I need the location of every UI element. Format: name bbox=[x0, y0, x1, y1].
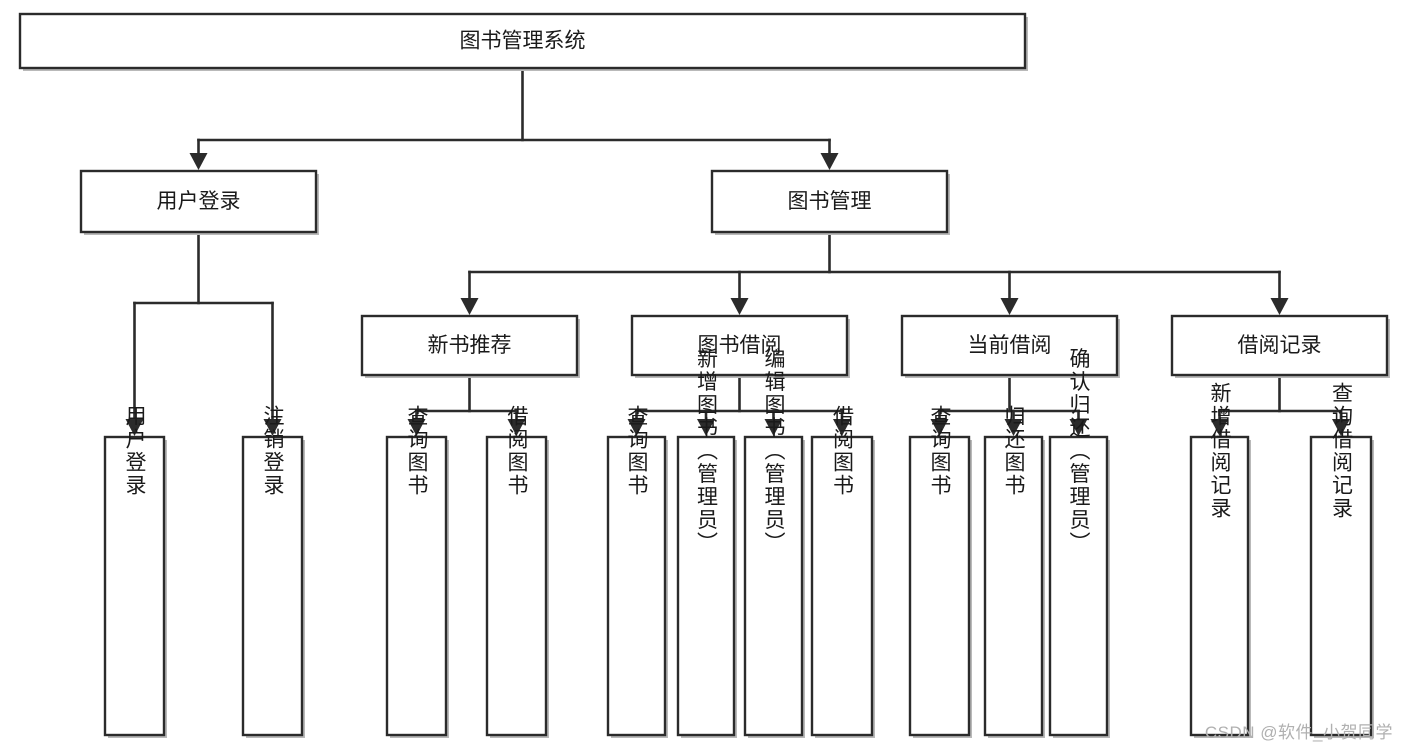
leaf-node[interactable]: 新增借阅记录 bbox=[1189, 382, 1251, 738]
connector-group bbox=[1210, 373, 1350, 436]
arrow-head-icon bbox=[189, 153, 208, 170]
leaf-node[interactable]: 查询图书 bbox=[908, 405, 972, 738]
arrow-head-icon bbox=[697, 419, 715, 436]
arrow-head-icon bbox=[507, 419, 526, 436]
level2-node[interactable]: 用户登录 bbox=[79, 169, 319, 235]
level3-node[interactable]: 当前借阅 bbox=[900, 314, 1120, 378]
node-label: 图书借阅 bbox=[698, 334, 782, 357]
arrow-head-icon bbox=[764, 419, 783, 436]
node-label: 借阅记录 bbox=[1238, 334, 1322, 357]
connector-group bbox=[125, 230, 282, 436]
leaf-node[interactable]: 注销登录 bbox=[241, 405, 305, 738]
node-label: 归还图书 bbox=[1002, 405, 1026, 497]
level3-node[interactable]: 借阅记录 bbox=[1170, 314, 1390, 378]
leaf-node[interactable]: 查询图书 bbox=[606, 405, 668, 738]
nodes-layer: 图书管理系统用户登录图书管理新书推荐图书借阅当前借阅借阅记录用户登录注销登录查询… bbox=[18, 12, 1390, 739]
leaf-node[interactable]: 编辑图书（管理员） bbox=[743, 348, 805, 739]
node-label: 用户登录 bbox=[157, 190, 241, 213]
leaf-node[interactable]: 查询借阅记录 bbox=[1309, 382, 1374, 738]
arrow-head-icon bbox=[1004, 419, 1023, 436]
node-label: 查询图书 bbox=[625, 405, 649, 497]
connector-group bbox=[930, 373, 1088, 436]
node-label: 查询图书 bbox=[928, 405, 952, 497]
node-label: 新书推荐 bbox=[428, 334, 512, 357]
node-label: 查询图书 bbox=[405, 405, 429, 497]
arrow-head-icon bbox=[833, 419, 851, 436]
node-label: 借阅图书 bbox=[831, 405, 855, 497]
leaf-node[interactable]: 确认归还（管理员） bbox=[1048, 348, 1110, 739]
connector-group bbox=[189, 66, 839, 170]
node-label: 新增图书（管理员） bbox=[695, 348, 719, 555]
node-label: 图书管理 bbox=[788, 190, 872, 213]
node-label: 新增借阅记录 bbox=[1208, 382, 1232, 520]
arrow-head-icon bbox=[263, 419, 282, 436]
node-label: 图书管理系统 bbox=[460, 30, 586, 53]
leaf-node[interactable]: 借阅图书 bbox=[485, 405, 549, 738]
arrow-head-icon bbox=[1270, 298, 1289, 315]
leaf-node[interactable]: 查询图书 bbox=[385, 405, 449, 738]
arrow-head-icon bbox=[1069, 419, 1088, 436]
connector-group bbox=[460, 230, 1289, 315]
root-node[interactable]: 图书管理系统 bbox=[18, 12, 1028, 71]
level3-node[interactable]: 新书推荐 bbox=[360, 314, 580, 378]
arrow-head-icon bbox=[1332, 419, 1350, 436]
node-label: 当前借阅 bbox=[968, 334, 1052, 357]
arrow-head-icon bbox=[125, 419, 144, 436]
leaf-node[interactable]: 用户登录 bbox=[103, 405, 167, 738]
arrow-head-icon bbox=[1000, 298, 1019, 315]
node-label: 查询借阅记录 bbox=[1330, 382, 1354, 520]
connector-group bbox=[627, 373, 851, 436]
connector-group bbox=[407, 373, 526, 436]
leaf-node[interactable]: 借阅图书 bbox=[810, 405, 875, 738]
arrow-head-icon bbox=[627, 419, 646, 436]
leaf-node[interactable]: 新增图书（管理员） bbox=[676, 348, 737, 739]
arrow-head-icon bbox=[930, 419, 949, 436]
level3-node[interactable]: 图书借阅 bbox=[630, 314, 850, 378]
node-label: 用户登录 bbox=[123, 405, 147, 497]
node-label: 编辑图书（管理员） bbox=[762, 348, 786, 555]
connectors-layer bbox=[125, 66, 1350, 436]
level2-node[interactable]: 图书管理 bbox=[710, 169, 950, 235]
arrow-head-icon bbox=[730, 298, 749, 315]
node-label: 注销登录 bbox=[261, 405, 285, 497]
leaf-node[interactable]: 归还图书 bbox=[983, 405, 1045, 738]
arrow-head-icon bbox=[1210, 419, 1229, 436]
arrow-head-icon bbox=[407, 419, 426, 436]
arrow-head-icon bbox=[820, 153, 839, 170]
arrow-head-icon bbox=[460, 298, 479, 315]
node-label: 确认归还（管理员） bbox=[1067, 348, 1091, 555]
node-label: 借阅图书 bbox=[505, 405, 529, 497]
